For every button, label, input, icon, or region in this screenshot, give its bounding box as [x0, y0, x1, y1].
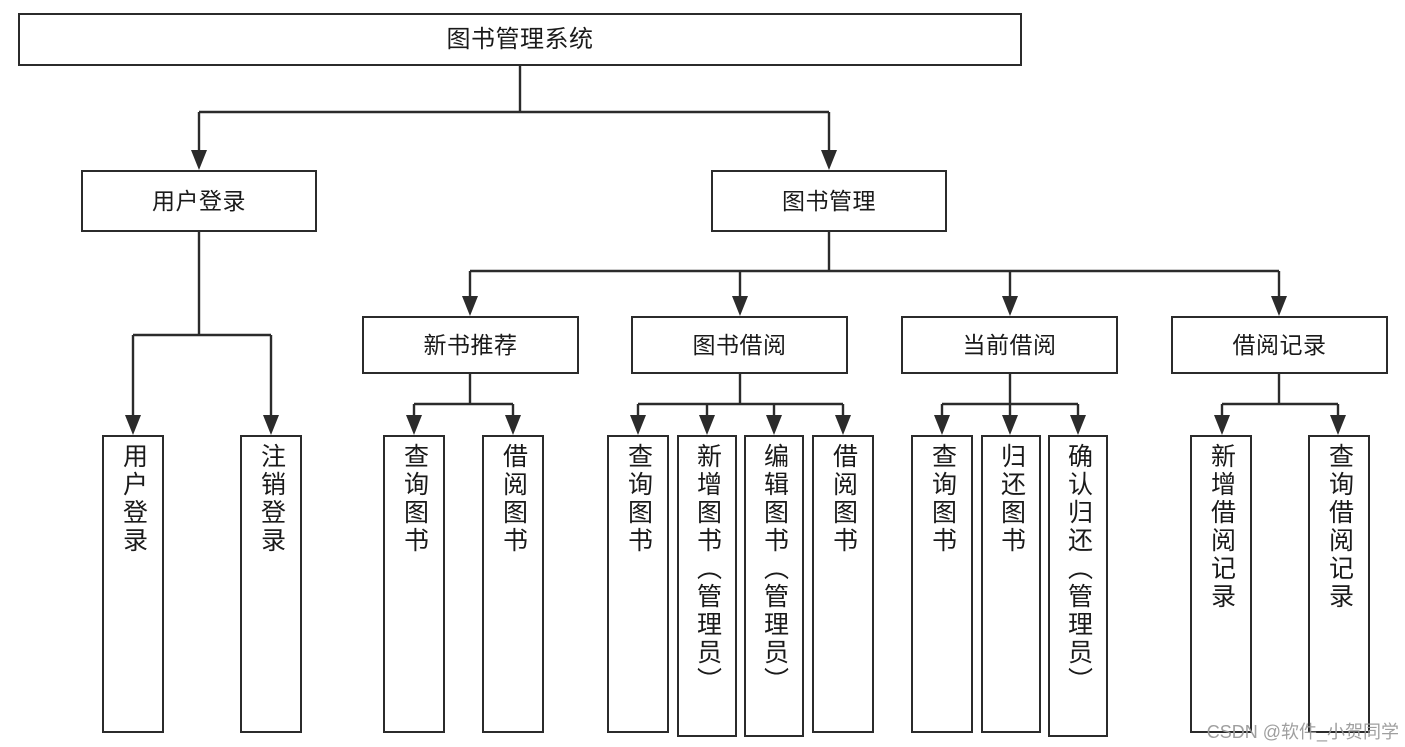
- node-label: 新书推荐: [423, 331, 518, 358]
- node-label: 查询图书: [624, 443, 653, 555]
- leaf-borrow-edit-book-admin[interactable]: 编辑图书（管理员）: [744, 435, 804, 737]
- node-label: 注销登录: [257, 443, 286, 555]
- node-label: 查询图书: [928, 443, 957, 555]
- edge-record-to-leaves: [1214, 374, 1346, 435]
- node-label: 图书管理: [782, 187, 876, 214]
- edge-userlogin-to-leaves: [125, 232, 279, 435]
- leaf-current-query-book[interactable]: 查询图书: [911, 435, 973, 733]
- node-user-login[interactable]: 用户登录: [81, 170, 317, 232]
- leaf-current-return-book[interactable]: 归还图书: [981, 435, 1041, 733]
- node-new-book-recommend[interactable]: 新书推荐: [362, 316, 579, 374]
- node-label: 确认归还（管理员）: [1064, 443, 1093, 695]
- node-label: 查询借阅记录: [1325, 443, 1354, 611]
- leaf-borrow-add-book-admin[interactable]: 新增图书（管理员）: [677, 435, 737, 737]
- node-label: 用户登录: [119, 443, 148, 555]
- edge-recommend-to-leaves: [406, 374, 521, 435]
- leaf-record-query-borrow-record[interactable]: 查询借阅记录: [1308, 435, 1370, 733]
- leaf-borrow-borrow-book[interactable]: 借阅图书: [812, 435, 874, 733]
- leaf-current-confirm-return-admin[interactable]: 确认归还（管理员）: [1048, 435, 1108, 737]
- edge-current-to-leaves: [934, 374, 1086, 435]
- node-label: 用户登录: [152, 187, 246, 214]
- node-current-borrow[interactable]: 当前借阅: [901, 316, 1118, 374]
- node-label: 图书借阅: [692, 331, 787, 358]
- leaf-borrow-query-book[interactable]: 查询图书: [607, 435, 669, 733]
- leaf-logout[interactable]: 注销登录: [240, 435, 302, 733]
- node-label: 借阅图书: [829, 443, 858, 555]
- node-label: 新增图书（管理员）: [693, 443, 722, 695]
- leaf-user-login[interactable]: 用户登录: [102, 435, 164, 733]
- edge-bookmgmt-to-level3: [462, 232, 1287, 316]
- leaf-record-add-borrow-record[interactable]: 新增借阅记录: [1190, 435, 1252, 733]
- node-label: 借阅图书: [499, 443, 528, 555]
- node-label: 新增借阅记录: [1207, 443, 1236, 611]
- node-book-management[interactable]: 图书管理: [711, 170, 947, 232]
- node-borrow-record[interactable]: 借阅记录: [1171, 316, 1388, 374]
- node-label: 编辑图书（管理员）: [760, 443, 789, 695]
- node-label: 查询图书: [400, 443, 429, 555]
- node-label: 当前借阅: [962, 331, 1057, 358]
- leaf-recommend-query-book[interactable]: 查询图书: [383, 435, 445, 733]
- node-label: 图书管理系统: [446, 25, 594, 53]
- leaf-recommend-borrow-book[interactable]: 借阅图书: [482, 435, 544, 733]
- edge-root-to-level2: [191, 66, 837, 170]
- node-label: 借阅记录: [1232, 331, 1327, 358]
- edge-borrow-to-leaves: [630, 374, 851, 435]
- node-root-book-management-system[interactable]: 图书管理系统: [18, 13, 1022, 66]
- node-book-borrow[interactable]: 图书借阅: [631, 316, 848, 374]
- node-label: 归还图书: [997, 443, 1026, 555]
